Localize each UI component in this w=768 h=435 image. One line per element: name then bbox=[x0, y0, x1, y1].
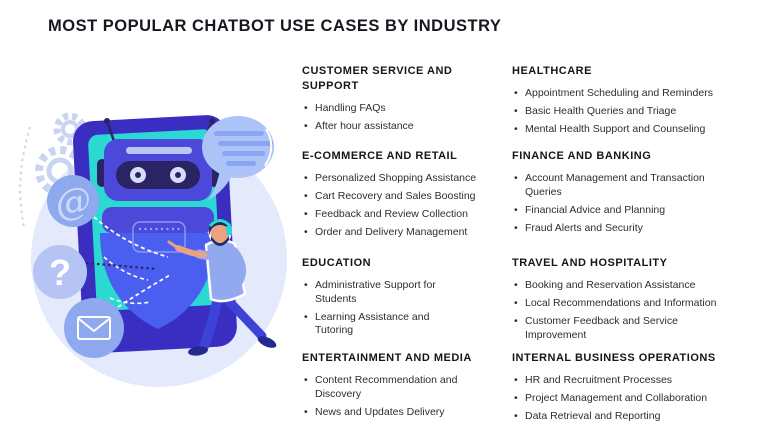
list-item: Order and Delivery Management bbox=[302, 226, 476, 240]
list-item: News and Updates Delivery bbox=[302, 406, 474, 420]
person bbox=[167, 219, 277, 356]
section-items: Administrative Support for StudentsLearn… bbox=[302, 279, 452, 338]
list-item: Appointment Scheduling and Reminders bbox=[512, 87, 713, 101]
dashed-connector bbox=[111, 274, 171, 312]
list-item: HR and Recruitment Processes bbox=[512, 374, 716, 388]
question-icon: ? bbox=[33, 245, 87, 299]
list-item: Learning Assistance and Tutoring bbox=[302, 311, 452, 338]
section-education: EDUCATION Administrative Support for Stu… bbox=[302, 256, 452, 342]
chatbot-illustration: @ ? bbox=[8, 85, 298, 405]
list-item: Local Recommendations and Information bbox=[512, 297, 718, 311]
robot-shoulders bbox=[102, 207, 214, 233]
section-items: Appointment Scheduling and RemindersBasi… bbox=[512, 87, 713, 137]
section-ecommerce: E-COMMERCE AND RETAIL Personalized Shopp… bbox=[302, 149, 476, 244]
list-item: Booking and Reservation Assistance bbox=[512, 279, 718, 293]
section-finance: FINANCE AND BANKING Account Management a… bbox=[512, 149, 718, 240]
list-item: Mental Health Support and Counseling bbox=[512, 123, 713, 137]
section-customer-service: CUSTOMER SERVICE AND SUPPORT Handling FA… bbox=[302, 64, 474, 138]
section-heading: HEALTHCARE bbox=[512, 65, 592, 77]
section-travel: TRAVEL AND HOSPITALITY Booking and Reser… bbox=[512, 256, 718, 347]
robot-visor bbox=[116, 161, 200, 189]
list-item: Financial Advice and Planning bbox=[512, 204, 718, 218]
speech-bubble-icon bbox=[202, 116, 274, 201]
dashed-connector bbox=[93, 216, 169, 258]
page-title: MOST POPULAR CHATBOT USE CASES BY INDUST… bbox=[48, 17, 502, 35]
at-icon: @ bbox=[47, 175, 99, 227]
section-heading: ENTERTAINMENT AND MEDIA bbox=[302, 352, 472, 364]
svg-text:?: ? bbox=[49, 252, 71, 293]
list-item: After hour assistance bbox=[302, 120, 474, 134]
list-item: Feedback and Review Collection bbox=[302, 208, 476, 222]
svg-text:@: @ bbox=[52, 179, 95, 226]
robot bbox=[97, 118, 219, 329]
section-items: Booking and Reservation AssistanceLocal … bbox=[512, 279, 718, 342]
list-item: Cart Recovery and Sales Boosting bbox=[302, 190, 476, 204]
section-healthcare: HEALTHCARE Appointment Scheduling and Re… bbox=[512, 64, 713, 141]
list-item: Basic Health Queries and Triage bbox=[512, 105, 713, 119]
list-item: Data Retrieval and Reporting bbox=[512, 410, 716, 424]
list-item: Fraud Alerts and Security bbox=[512, 222, 718, 236]
panel-dots bbox=[138, 227, 180, 231]
dotted-arc bbox=[19, 126, 31, 228]
list-item: Customer Feedback and Service Improvemen… bbox=[512, 315, 718, 342]
list-item: Administrative Support for Students bbox=[302, 279, 452, 306]
section-heading: EDUCATION bbox=[302, 257, 372, 269]
section-items: Account Management and Transaction Queri… bbox=[512, 172, 718, 235]
list-item: Account Management and Transaction Queri… bbox=[512, 172, 718, 199]
section-items: Handling FAQsAfter hour assistance bbox=[302, 102, 474, 134]
section-heading: FINANCE AND BANKING bbox=[512, 150, 652, 162]
section-internal-ops: INTERNAL BUSINESS OPERATIONS HR and Recr… bbox=[512, 351, 716, 428]
dotted-connector bbox=[85, 261, 157, 271]
section-heading: INTERNAL BUSINESS OPERATIONS bbox=[512, 352, 716, 364]
section-heading: E-COMMERCE AND RETAIL bbox=[302, 150, 458, 162]
list-item: Project Management and Collaboration bbox=[512, 392, 716, 406]
section-heading: TRAVEL AND HOSPITALITY bbox=[512, 257, 668, 269]
section-items: Personalized Shopping AssistanceCart Rec… bbox=[302, 172, 476, 240]
section-items: HR and Recruitment ProcessesProject Mana… bbox=[512, 374, 716, 424]
robot-body bbox=[100, 233, 216, 329]
list-item: Handling FAQs bbox=[302, 102, 474, 116]
envelope-icon bbox=[64, 298, 124, 358]
section-entertainment: ENTERTAINMENT AND MEDIA Content Recommen… bbox=[302, 351, 474, 424]
section-items: Content Recommendation and DiscoveryNews… bbox=[302, 374, 474, 419]
section-heading: CUSTOMER SERVICE AND SUPPORT bbox=[302, 65, 453, 92]
list-item: Personalized Shopping Assistance bbox=[302, 172, 476, 186]
chatbot-illustration-svg: @ ? bbox=[19, 112, 287, 387]
robot-panel bbox=[132, 221, 186, 253]
list-item: Content Recommendation and Discovery bbox=[302, 374, 474, 401]
